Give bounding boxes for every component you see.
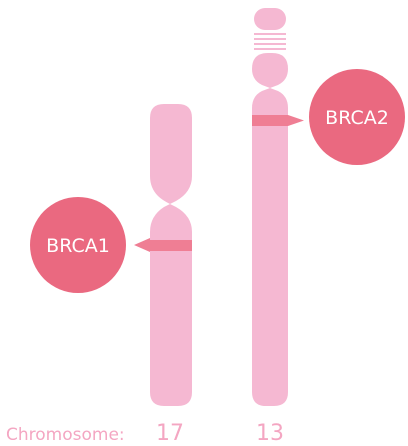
chromosome-13-short-arm (252, 53, 288, 88)
chromosome-label: Chromosome: (6, 425, 125, 445)
chromosome-17-number: 17 (156, 421, 184, 446)
chromosome-13-long-arm (252, 88, 288, 406)
chromosome-13 (252, 8, 288, 406)
brca1-callout: BRCA1 (30, 197, 150, 293)
brca2-pointer (288, 115, 304, 126)
chromosome-17-short-arm (150, 104, 192, 204)
brca2-label: BRCA2 (325, 107, 389, 129)
chromosome-13-number: 13 (256, 421, 284, 446)
chromosome-17-long-arm (150, 204, 192, 406)
chromosome-footer: Chromosome: 17 13 (6, 421, 284, 446)
chromosome-13-satellite (254, 8, 286, 30)
brca2-band (252, 115, 288, 126)
brca1-band (150, 240, 192, 251)
brca1-pointer (134, 238, 150, 252)
brca1-label: BRCA1 (46, 235, 110, 257)
brca2-callout: BRCA2 (288, 69, 405, 165)
chromosome-13-stalk-stripes (254, 33, 286, 50)
chromosome-17 (150, 104, 192, 406)
